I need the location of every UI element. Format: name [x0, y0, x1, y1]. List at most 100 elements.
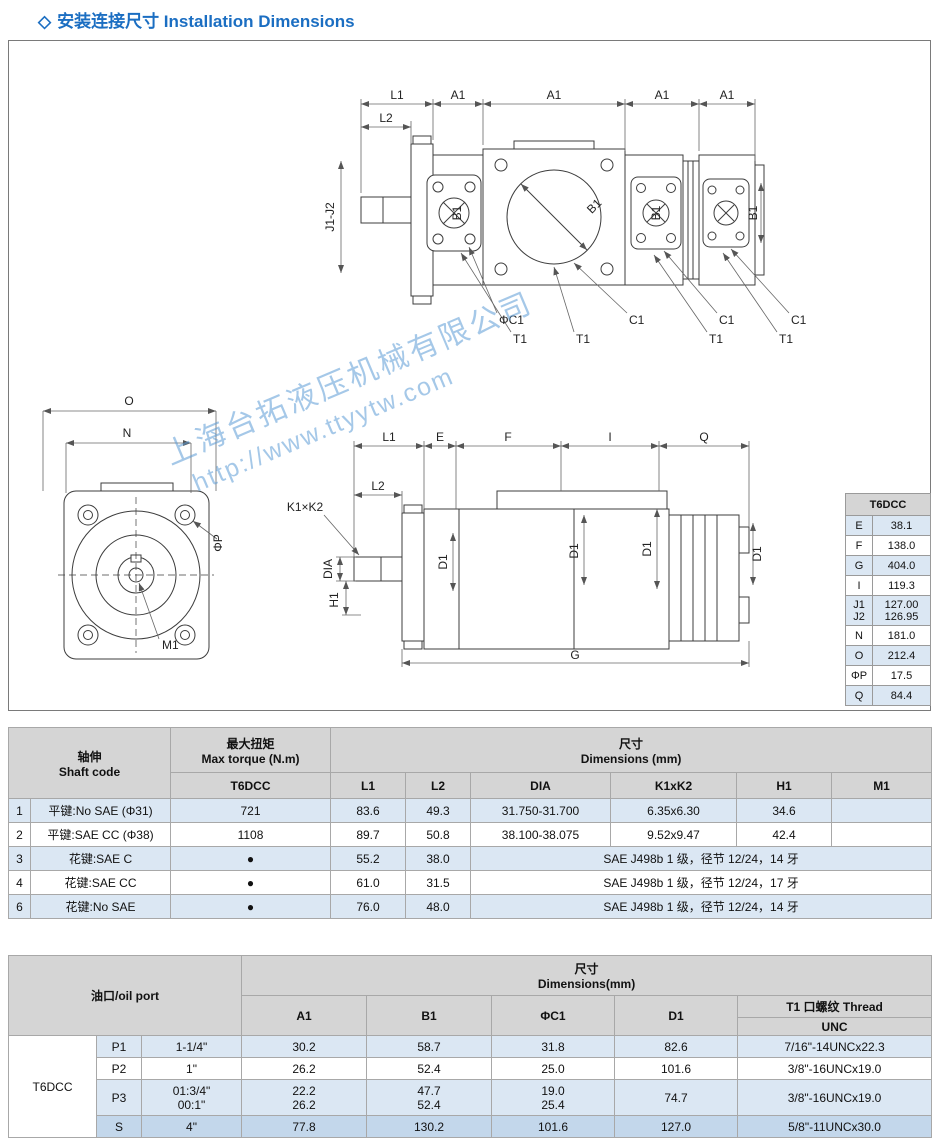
table-cell: F [845, 535, 873, 556]
dim-label-n: N [123, 426, 132, 440]
table-cell: 47.7 52.4 [366, 1079, 492, 1116]
table-cell: 212.4 [871, 645, 932, 666]
dim-label-d1: D1 [436, 554, 450, 570]
page-title-text: 安装连接尺寸 Installation Dimensions [57, 12, 355, 31]
table-cell: 6 [8, 894, 31, 919]
col-header-model: T6DCC [170, 772, 331, 799]
table-row: 2 平键:SAE CC (Φ38) 1108 89.7 50.8 38.100-… [8, 822, 933, 847]
table-row: 1 平键:No SAE (Φ31) 721 83.6 49.3 31.750-3… [8, 798, 933, 823]
table-cell: 2 [8, 822, 31, 847]
table-cell: 22.2 26.2 [241, 1079, 367, 1116]
table-cell: 01:3/4" 00:1" [141, 1079, 242, 1116]
table-cell: J1 J2 [845, 595, 873, 626]
table-cell: 181.0 [871, 625, 932, 646]
dim-label-a1: A1 [451, 88, 466, 102]
table-cell: 花键:SAE CC [30, 870, 171, 895]
dim-label-l1: L1 [382, 430, 396, 444]
dim-label-h1: H1 [327, 592, 341, 608]
col-header-dia: DIA [470, 772, 611, 799]
dim-label-d1: D1 [750, 546, 764, 562]
table-cell: 38.100-38.075 [470, 822, 611, 847]
table-cell: 83.6 [330, 798, 406, 823]
table-cell: P3 [96, 1079, 142, 1116]
dim-label-j1j2: J1-J2 [323, 202, 337, 232]
table-row: 3 花键:SAE C ● 55.2 38.0 SAE J498b 1 级，径节 … [8, 846, 933, 871]
dim-label-a1: A1 [720, 88, 735, 102]
table-row: P3 01:3/4" 00:1" 22.2 26.2 47.7 52.4 19.… [9, 1079, 933, 1116]
table-cell: 82.6 [614, 1035, 738, 1058]
table-cell: 花键:No SAE [30, 894, 171, 919]
dim-label-c1: C1 [719, 313, 735, 327]
table-cell: ● [170, 846, 331, 871]
dim-label-c1: C1 [791, 313, 807, 327]
table-cell: 50.8 [405, 822, 471, 847]
dim-label-l2: L2 [379, 111, 393, 125]
table-cell [830, 822, 933, 847]
table-header-row: T6DCC L1 L2 DIA K1xK2 H1 M1 [9, 772, 933, 799]
front-view-dimension-lines [42, 408, 218, 640]
col-header-t1-thread: T1 口螺纹 Thread [736, 995, 933, 1018]
table-cell: 721 [170, 798, 331, 823]
table-cell: P1 [96, 1035, 142, 1058]
table-cell: 花键:SAE C [30, 846, 171, 871]
front-view-labels: O N ΦP M1 [123, 394, 225, 652]
table-cell: 4" [141, 1115, 242, 1138]
dim-label-phi-p: ΦP [211, 534, 225, 552]
table-cell: 84.4 [871, 685, 932, 706]
col-header-d1: D1 [614, 995, 738, 1036]
table-cell: 31.750-31.700 [470, 798, 611, 823]
table-cell: ΦP [845, 665, 873, 686]
table-cell: 30.2 [241, 1035, 367, 1058]
table-cell: 26.2 [241, 1057, 367, 1080]
table-cell: 4 [8, 870, 31, 895]
table-cell: 127.0 [614, 1115, 738, 1138]
table-cell: 5/8"-11UNCx30.0 [736, 1115, 933, 1138]
table-cell: 平键:No SAE (Φ31) [30, 798, 171, 823]
table-header-row: UNC [9, 1017, 933, 1036]
col-header-h1: H1 [736, 772, 832, 799]
table-cell: 42.4 [736, 822, 832, 847]
table-cell: 31.5 [405, 870, 471, 895]
dim-label-o: O [124, 394, 133, 408]
dim-label-m1: M1 [162, 638, 179, 652]
table-cell: 48.0 [405, 894, 471, 919]
side-view-dimension-lines [323, 441, 756, 667]
col-header-l2: L2 [405, 772, 471, 799]
col-header-oil-port: 油口/oil port [8, 955, 242, 1036]
table-cell: 9.52x9.47 [610, 822, 737, 847]
dim-label-b1: B1 [746, 205, 760, 220]
table-cell: 77.8 [241, 1115, 367, 1138]
table-cell: O [845, 645, 873, 666]
dim-label-d1: D1 [567, 543, 581, 559]
col-header-unc: UNC [736, 1017, 933, 1036]
table-cell: 130.2 [366, 1115, 492, 1138]
table-cell: 3 [8, 846, 31, 871]
table-cell: 52.4 [366, 1057, 492, 1080]
table-cell: 89.7 [330, 822, 406, 847]
table-cell: 404.0 [871, 555, 932, 576]
table-row: S 4" 77.8 130.2 101.6 127.0 5/8"-11UNCx3… [9, 1115, 933, 1138]
table-cell: 61.0 [330, 870, 406, 895]
col-header-shaft-code: 轴伸 Shaft code [8, 727, 171, 799]
dim-label-b1: B1 [450, 205, 464, 220]
table-cell: 平键:SAE CC (Φ38) [30, 822, 171, 847]
dim-label-t1: T1 [576, 332, 590, 346]
table-cell: 76.0 [330, 894, 406, 919]
table-cell: 55.2 [330, 846, 406, 871]
dim-label-e: E [436, 430, 444, 444]
pump-front-view-drawing [58, 482, 214, 660]
table-cell: S [96, 1115, 142, 1138]
shaft-dimensions-table: 轴伸 Shaft code 最大扭矩 Max torque (N.m) 尺寸 D… [8, 727, 933, 919]
table-cell: ● [170, 894, 331, 919]
dim-label-d1: D1 [640, 541, 654, 557]
table-cell: 1108 [170, 822, 331, 847]
table-cell: 138.0 [871, 535, 932, 556]
table-cell: 58.7 [366, 1035, 492, 1058]
